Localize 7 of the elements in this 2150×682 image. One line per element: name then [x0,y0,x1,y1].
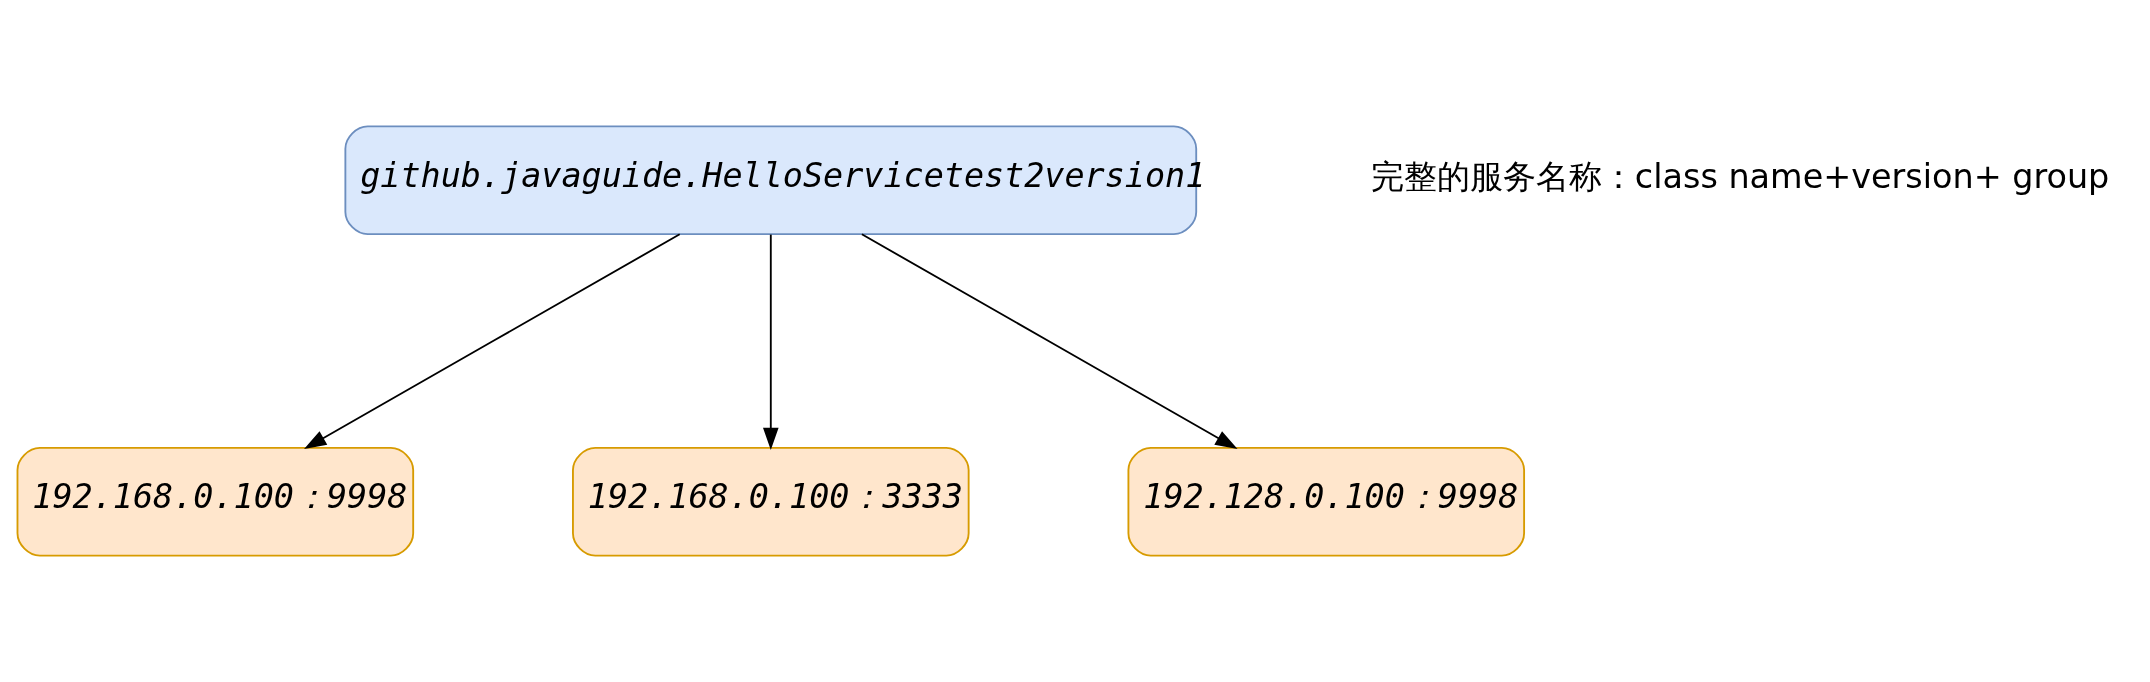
arrow [860,233,1238,450]
label: 完整的服务名称：class name+version+ group [1370,157,2110,197]
node-box: 192.168.0.100：3333 [572,446,970,557]
node-box: 192.128.0.100：9998 [1127,446,1526,557]
arrow [762,233,779,451]
node-box: 192.168.0.100：9998 [16,446,415,557]
arrow [304,233,681,450]
